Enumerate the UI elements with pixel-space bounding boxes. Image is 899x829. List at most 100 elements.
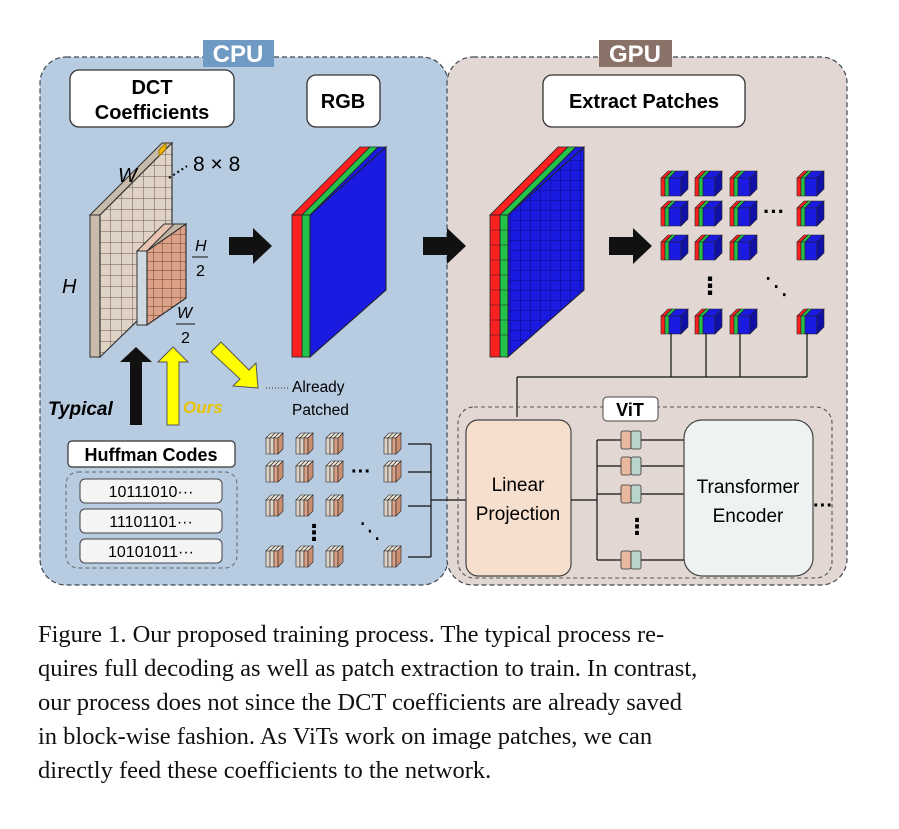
caption-line: directly feed these coefficients to the …: [38, 757, 492, 784]
dct-patch-cube: [265, 494, 284, 517]
cpu-tag: [203, 40, 274, 67]
dct-patch-cube: [265, 545, 284, 568]
patch-token: [620, 550, 642, 570]
patch-tokens: [620, 430, 642, 570]
rgb-patch-cube: [694, 308, 723, 335]
rgb-patch-cube: [796, 308, 825, 335]
gpu-label: GPU: [609, 41, 661, 68]
dct-title-line2: Coefficients: [95, 102, 209, 124]
linear-label-line1: Linear: [492, 475, 545, 496]
cpu-label: CPU: [213, 41, 264, 68]
dct-title-line1: DCT: [131, 77, 172, 99]
dct-patch-cube: [265, 460, 284, 483]
patched-label: Patched: [292, 402, 349, 419]
rgb-image-cube: [291, 145, 387, 359]
rgb-title: RGB: [321, 91, 365, 113]
vit-label: ViT: [616, 400, 644, 420]
dct-patches-ellipsis-row: ···: [351, 461, 371, 483]
dct-patch-cube: [383, 494, 402, 517]
dct-patches-ellipsis-diag: ⋱: [359, 518, 381, 543]
token-connectors: [571, 439, 684, 561]
rgb-patch-cube: [729, 308, 758, 335]
dct-patches: [265, 432, 402, 568]
block-size-label: 8 × 8: [193, 153, 240, 176]
dct-patch-cube: [265, 432, 284, 455]
dct-patch-cube: [325, 460, 344, 483]
dct-patch-cube: [383, 432, 402, 455]
rgb-gridded-cube: [489, 145, 585, 359]
huffman-codes-group: [65, 471, 238, 569]
caption-line: quires full decoding as well as patch ex…: [38, 655, 698, 682]
rgb-patch-cube: [660, 200, 689, 227]
dct-patch-connectors: [408, 443, 466, 558]
arrow-rgb-to-gpu: [423, 228, 466, 264]
rgb-patch-cube: [796, 234, 825, 261]
huffman-code-box-3: [79, 538, 223, 564]
dct-patch-cube: [325, 545, 344, 568]
patch-token: [620, 484, 642, 504]
rgb-patch-cube: [729, 234, 758, 261]
rgb-patch-cube: [694, 234, 723, 261]
caption-line: in block-wise fashion. As ViTs work on i…: [38, 723, 653, 750]
huffman-code-box-1: [79, 478, 223, 504]
linear-label-line2: Projection: [476, 504, 561, 525]
transformer-encoder-box: [683, 419, 814, 577]
huffman-code-3: 10101011···: [108, 544, 194, 561]
rgb-patch-cube: [660, 170, 689, 197]
half-w-den: 2: [181, 330, 190, 347]
dct-title-box: [69, 69, 235, 128]
caption-line: our process does not since the DCT coeff…: [38, 689, 683, 716]
rgb-patch-cube: [660, 234, 689, 261]
already-patched-arrow: [210, 341, 259, 389]
extracted-patches: [660, 170, 825, 335]
rgb-patch-cube: [729, 200, 758, 227]
caption-line: Figure 1. Our proposed training process.…: [38, 621, 665, 648]
dct-half-block: [135, 222, 188, 327]
ours-arrow: [156, 346, 190, 426]
dct-patch-cube: [295, 460, 314, 483]
extract-title-box: [542, 74, 746, 128]
dim-w-label: W: [118, 165, 139, 187]
transformer-label-line1: Transformer: [697, 477, 800, 498]
linear-projection-box: [465, 419, 572, 577]
huffman-title-box: [67, 440, 236, 468]
gpu-tag: [599, 40, 672, 67]
rgb-title-box: [306, 74, 381, 128]
dct-patch-cube: [295, 432, 314, 455]
ours-label: Ours: [183, 398, 223, 417]
typical-label: Typical: [48, 399, 113, 420]
rgb-patch-cube: [660, 308, 689, 335]
rgb-patch-cube: [729, 170, 758, 197]
rgb-patch-cube: [796, 170, 825, 197]
block-pointer: [168, 165, 188, 179]
tokens-ellipsis: ⋮: [626, 514, 648, 539]
huffman-code-1: 10111010···: [109, 484, 194, 501]
rgb-patch-cube: [694, 170, 723, 197]
extract-title: Extract Patches: [569, 91, 719, 113]
figure-caption: Figure 1. Our proposed training process.…: [38, 618, 860, 788]
dct-patch-cube: [383, 545, 402, 568]
arrow-to-patches: [609, 228, 652, 264]
already-label: Already: [292, 379, 345, 396]
dct-patch-cube: [325, 432, 344, 455]
dct-patch-cube: [295, 545, 314, 568]
rgb-patch-cube: [796, 200, 825, 227]
encoder-ellipsis: ···: [813, 495, 833, 517]
patches-ellipsis-diag: ⋱: [764, 273, 788, 300]
arrow-dct-to-rgb: [229, 228, 272, 264]
typical-arrow: [120, 347, 152, 425]
patch-token: [620, 456, 642, 476]
dct-patches-ellipsis-col: ⋮: [303, 520, 325, 545]
huffman-code-2: 11101101···: [109, 514, 193, 531]
patch-token: [620, 430, 642, 450]
huffman-title: Huffman Codes: [84, 445, 217, 465]
half-w-num: W: [177, 305, 194, 322]
vit-tag-box: [602, 396, 659, 422]
patches-ellipsis-col: ⋮: [698, 273, 722, 300]
patches-ellipsis-row: ···: [763, 199, 785, 224]
huffman-code-box-2: [79, 508, 223, 534]
rgb-patch-cube: [694, 200, 723, 227]
dct-patch-cube: [325, 494, 344, 517]
dim-h-label: H: [62, 276, 77, 298]
training-process-diagram: CPU GPU DCT Coefficients RGB Extract Pat…: [39, 40, 848, 586]
